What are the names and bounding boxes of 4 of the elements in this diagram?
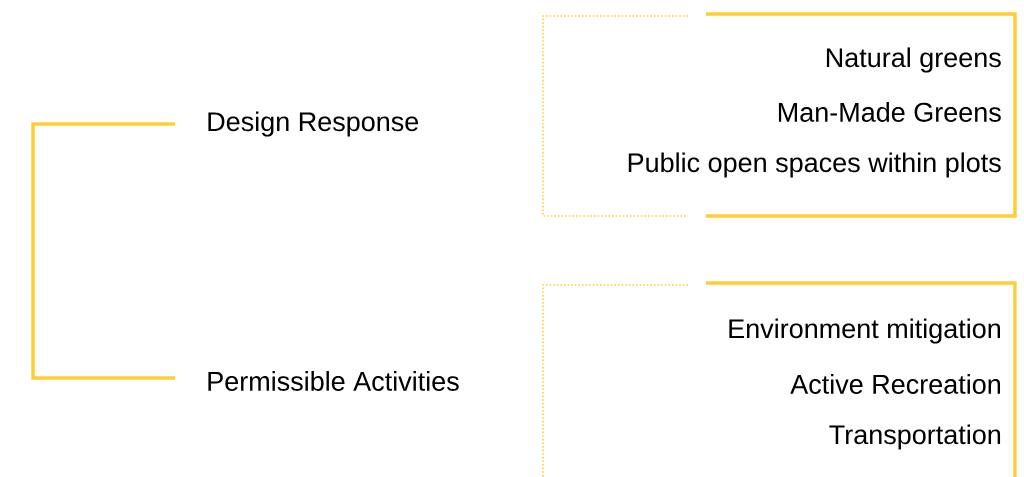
bracket-panel: Environment mitigation Active Recreation Transportation <box>542 281 1017 477</box>
heading: Permissible Activities <box>208 371 459 391</box>
heading: Design Response <box>208 111 419 137</box>
bracket-panel: Natural greens Man-Made Greens Public open spaces within plots <box>542 12 1017 218</box>
